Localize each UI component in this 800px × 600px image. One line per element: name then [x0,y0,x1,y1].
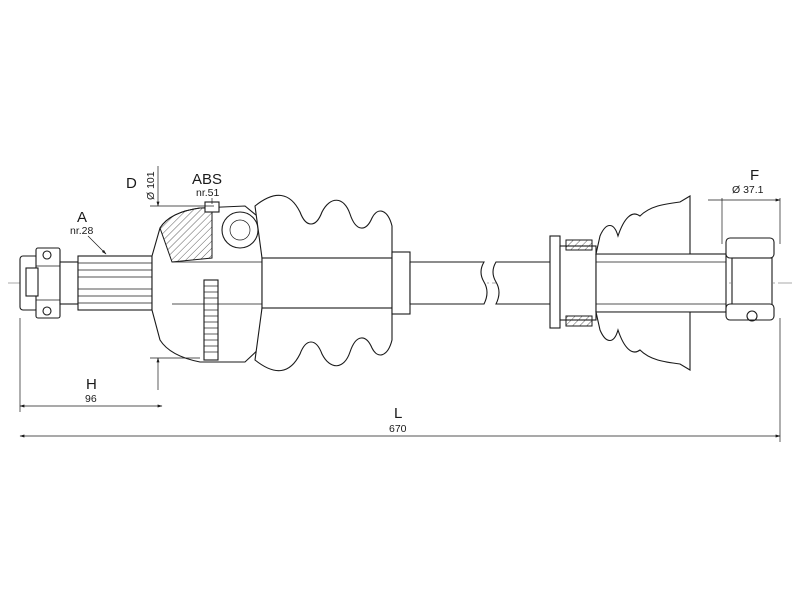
dim-l-letter: L [394,405,402,422]
inner-boot [595,195,691,371]
dim-f-value: Ø 37.1 [732,184,764,196]
a-callout: A nr.28 [70,209,107,255]
dim-d-value: Ø 101 [145,171,157,200]
a-note: nr.28 [70,225,94,237]
splined-stub [59,255,153,311]
abs-ring [203,279,219,361]
dim-d-letter: D [126,175,137,192]
dim-h-value: 96 [85,393,97,405]
abs-note: nr.51 [196,187,220,199]
shaft [409,261,561,305]
a-letter: A [77,209,87,226]
outer-boot [254,194,411,372]
dim-l: L 670 [19,318,781,442]
dim-l-value: 670 [389,423,407,435]
dim-f-letter: F [750,167,759,184]
dim-h-letter: H [86,376,97,393]
hub-nut [19,247,61,319]
dim-d: D Ø 101 [126,166,214,390]
right-stub [725,237,775,322]
inner-joint [549,235,727,329]
abs-letter: ABS [192,171,222,188]
dim-f: F Ø 37.1 [708,167,781,244]
dim-h: H 96 [19,318,163,412]
abs-callout: ABS nr.51 [192,171,222,204]
